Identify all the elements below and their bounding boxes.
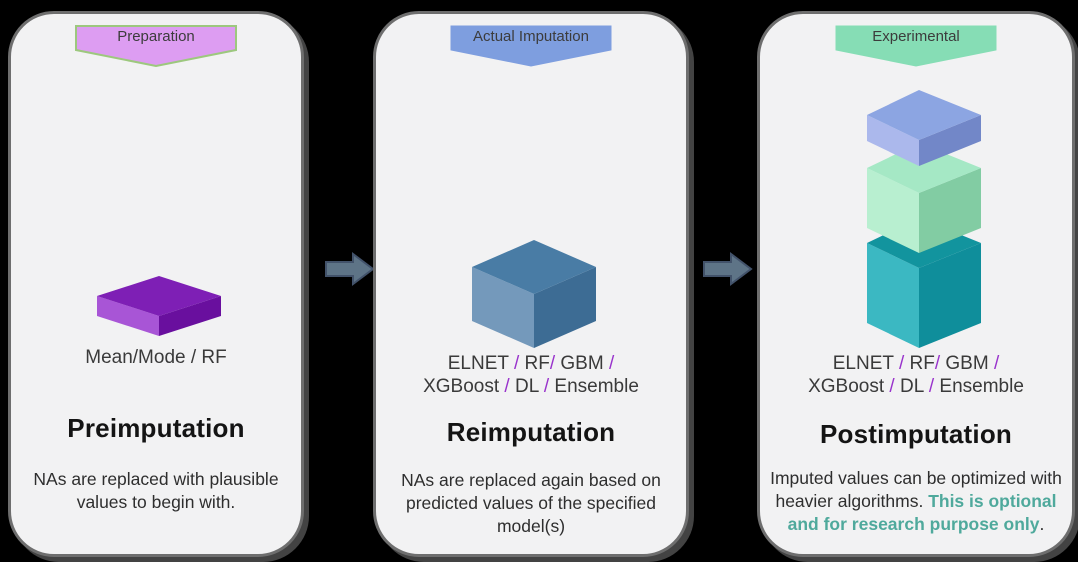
panel-description: NAs are replaced again based on predicte… — [401, 470, 661, 536]
purple-slab-icon — [97, 276, 221, 336]
ribbon-label: Actual Imputation — [473, 28, 589, 45]
models-label: ELNET / RF/ GBM /XGBoost / DL / Ensemble — [808, 353, 1024, 398]
flow-arrow-icon — [325, 252, 375, 286]
ribbon-banner-shape — [835, 25, 997, 67]
ribbon-label: Preparation — [117, 28, 195, 45]
teal-cube-left-face — [867, 243, 919, 348]
green-cube-right-face — [919, 168, 981, 253]
flow-arrow-icon — [703, 252, 753, 286]
panel-description: Imputed values can be optimized with hea… — [770, 468, 1062, 534]
slab-left-face — [97, 296, 159, 336]
ribbon-banner-shape — [450, 25, 612, 67]
panel-description: NAs are replaced with plausible values t… — [33, 469, 279, 512]
blue-slab-right-face — [919, 115, 981, 166]
ribbon-label: Experimental — [872, 28, 960, 45]
green-cube-top-face — [867, 143, 981, 193]
ribbon-polygon — [75, 25, 237, 67]
teal-cube-right-face — [919, 243, 981, 348]
blue-cube-icon — [472, 240, 596, 348]
arrow-shape — [703, 252, 753, 286]
panel-heading: Postimputation — [819, 419, 1012, 449]
panel-reimputation: Actual Imputation ELNET / RF/ GBM /XGBoo… — [373, 11, 689, 557]
green-cube-left-face — [867, 168, 919, 253]
ribbon-preparation: Preparation — [75, 25, 237, 67]
blue-slab-left-face — [867, 115, 919, 166]
cube-top-face — [472, 240, 596, 294]
slab-right-face — [159, 296, 221, 336]
panel-heading: Preimputation — [67, 413, 245, 443]
arrow-shape — [325, 252, 375, 286]
ribbon-banner-shape — [75, 25, 237, 67]
panel-postimputation: Experimental ELNET / RF/ GBM /XGBoost / … — [757, 11, 1075, 557]
blue-slab-top-face — [867, 90, 981, 140]
panel-preimputation: Preparation Mean/Mode / RF Preimputation… — [8, 11, 304, 557]
panel-heading: Reimputation — [446, 417, 616, 447]
ribbon-actual-imputation: Actual Imputation — [450, 25, 612, 67]
stacked-cubes-icon — [867, 90, 981, 348]
models-label: Mean/Mode / RF — [85, 347, 227, 368]
slab-top-face — [97, 276, 221, 316]
ribbon-polygon — [835, 25, 997, 67]
ribbon-experimental: Experimental — [835, 25, 997, 67]
models-label: ELNET / RF/ GBM /XGBoost / DL / Ensemble — [423, 353, 639, 398]
ribbon-polygon — [450, 25, 612, 67]
